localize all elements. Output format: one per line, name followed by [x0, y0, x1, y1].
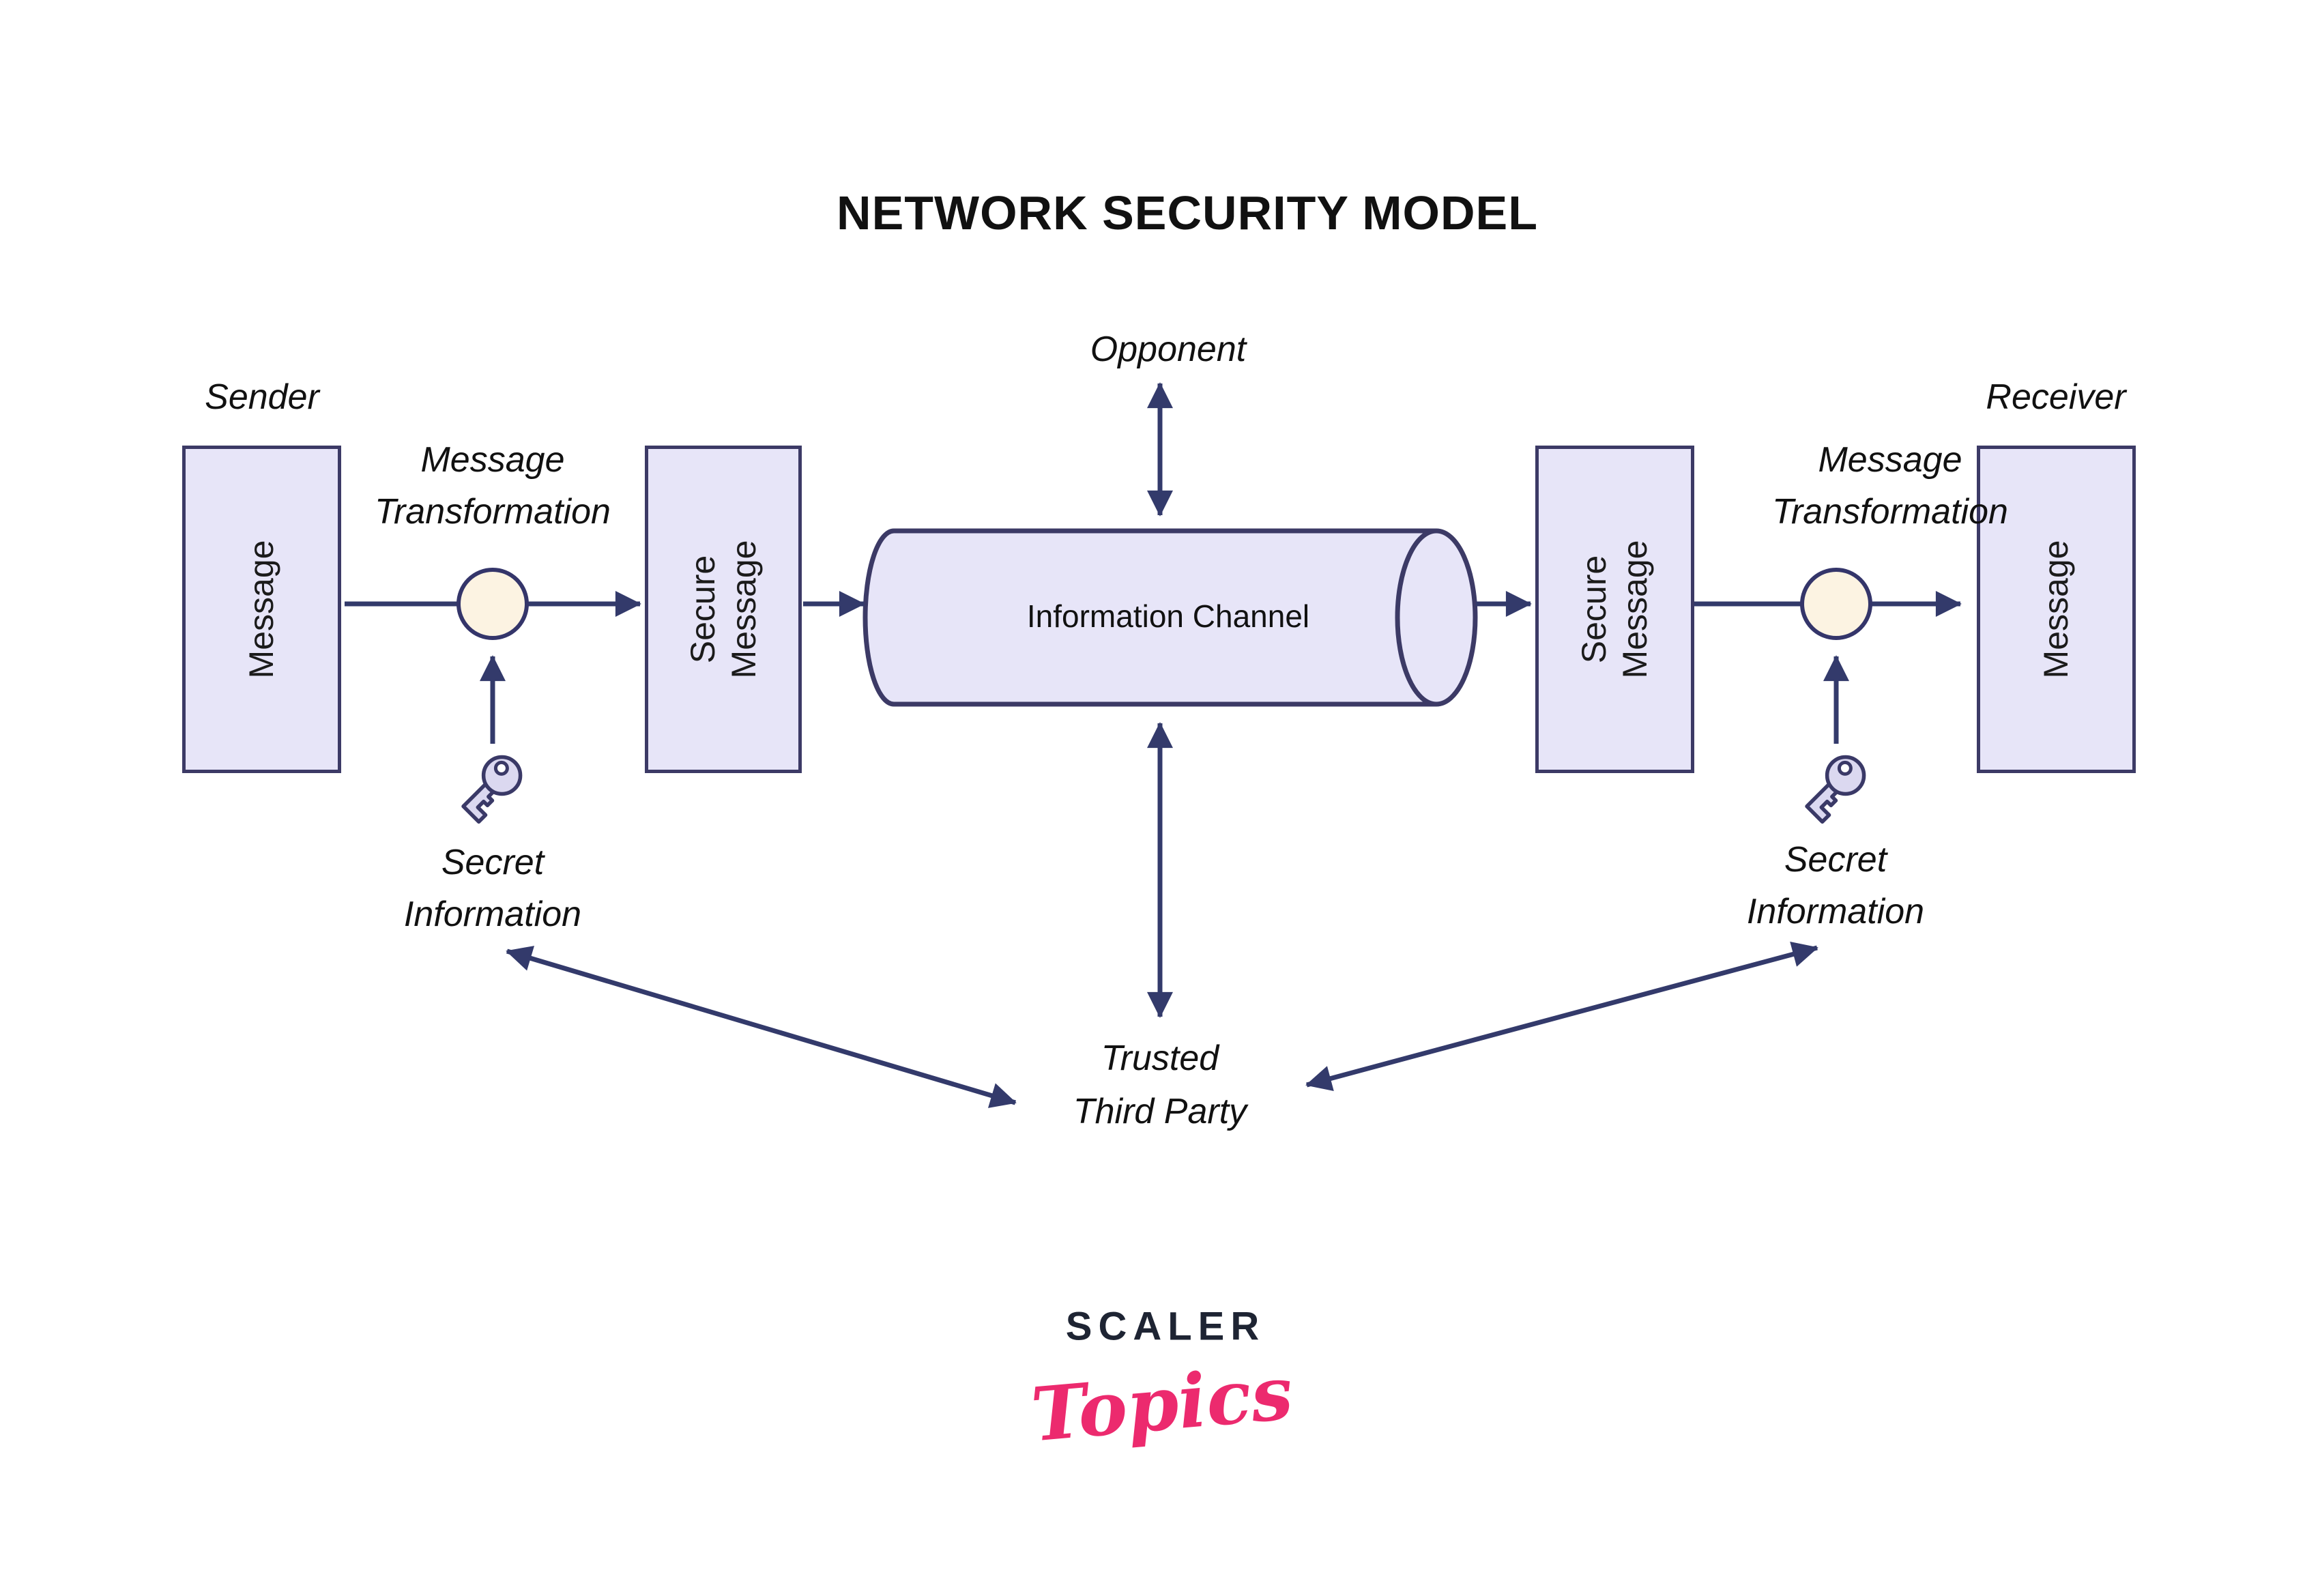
right-key-icon: [1805, 755, 1866, 824]
left-secret-information-label: Secret Information: [403, 843, 582, 934]
receiver-label: Receiver: [1986, 377, 2126, 417]
receiver-secure-message-box: [1535, 446, 1694, 773]
right-secret-information-label: Secret Information: [1746, 840, 1925, 931]
receiver-secure-box-label: Secure Message: [1575, 540, 1654, 679]
sender-secure-box-label: Secure Message: [684, 540, 763, 679]
receiver-message-box: [1977, 446, 2136, 773]
sender-label: Sender: [205, 377, 319, 417]
opponent-label: Opponent: [1090, 330, 1247, 369]
page-title: NETWORK SECURITY MODEL: [837, 186, 1538, 240]
receiver-message-box-label: Message: [2037, 540, 2075, 679]
sender-message-box: [182, 446, 341, 773]
left-secret-ttp-arrow: [506, 946, 1017, 1108]
right-secret-ttp-arrow: [1305, 942, 1818, 1091]
right-transformation-circle: [1800, 568, 1872, 640]
logo-brand-text: SCALER: [1065, 1304, 1266, 1349]
information-channel-label: Information Channel: [1026, 598, 1310, 634]
right-transformation-label: Message Transformation: [1772, 440, 2008, 532]
trusted-third-party-label: Trusted Third Party: [1073, 1039, 1247, 1131]
left-transformation-circle: [456, 568, 529, 640]
information-channel-cylinder: [862, 528, 1478, 707]
left-key-icon: [461, 755, 523, 824]
sender-secure-message-box: [645, 446, 802, 773]
left-transformation-label: Message Transformation: [375, 440, 611, 532]
sender-message-box-label: Message: [242, 540, 280, 679]
